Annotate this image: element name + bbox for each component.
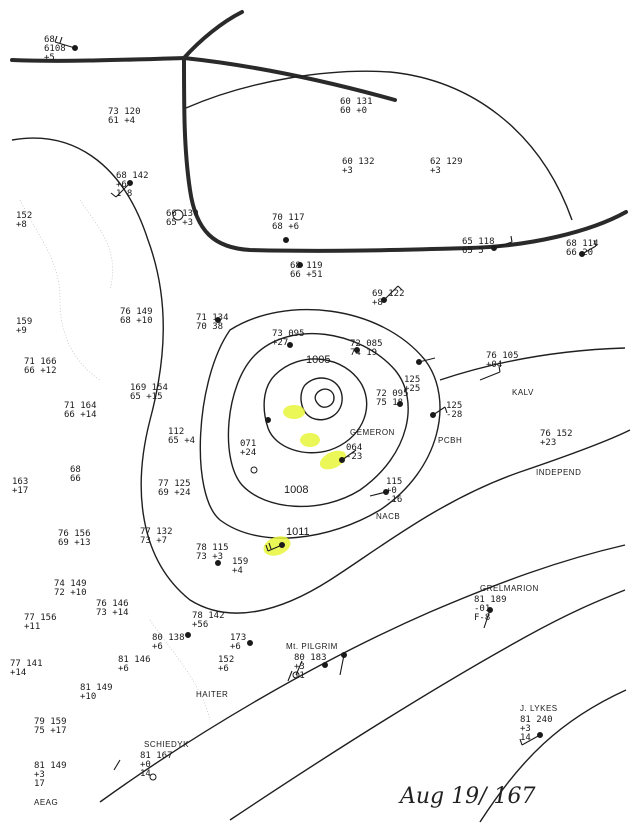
highlight-center-south [300, 433, 320, 447]
station-plot: 163 +17 [12, 477, 29, 496]
isobar-label-1011: 1011 [286, 526, 310, 538]
station-plot: 72 095 75 18 [376, 389, 409, 408]
label-kalv: KALV [512, 388, 534, 397]
station-plot: 76 149 68 +10 [120, 307, 153, 326]
station-plot: 69 122 +8 [372, 289, 405, 308]
label-gemeron: GEMERON [350, 428, 395, 437]
isobar-1008 [227, 332, 409, 508]
label-mt-pilgrim: Mt. PILGRIM [286, 642, 338, 651]
front-line-top [10, 10, 244, 63]
station-plot: 72 085 74 19 [350, 339, 383, 358]
station-plot: 173 +6 [230, 633, 247, 652]
station-plot: 68 119 66 +51 [290, 261, 323, 280]
station-plot: 071 +24 [240, 439, 257, 458]
station-plot: 68 142 +6 1 8 [116, 171, 149, 199]
station-plot: 70 117 68 +6 [272, 213, 305, 232]
station-plot: 81 149 +10 [80, 683, 113, 702]
station-plot: 064 -23 [346, 443, 363, 462]
isobar-lines [11, 70, 631, 823]
station-plot: 125 +25 [404, 375, 421, 394]
highlight-center-north [283, 405, 305, 419]
label-grelmarion: GRELMARION [480, 584, 539, 593]
isobar-inner-core [314, 388, 335, 408]
station-plot: 81 189 -01 F-8 [474, 595, 507, 623]
label-independ: INDEPEND [536, 468, 582, 477]
station-plot: 115 +0 -16 [386, 477, 403, 505]
isobar-southern-2 [229, 589, 626, 821]
label-aeag: AEAG [34, 798, 59, 807]
station-plot: 68 114 66 20 [566, 239, 599, 258]
station-plot: 152 +8 [16, 211, 33, 230]
station-plot: 71 164 66 +14 [64, 401, 97, 420]
station-plot: 77 132 73 +7 [140, 527, 173, 546]
station-plot: 60 131 60 +0 [340, 97, 373, 116]
isobar-center [300, 377, 343, 421]
isobar-western-arc [11, 137, 631, 614]
isobar-southern-1 [99, 544, 626, 803]
station-plot: 73 095 +27 [272, 329, 305, 348]
label-j-lykes: J. LYKES [520, 704, 558, 713]
station-plot: 76 105 +04 [486, 351, 519, 370]
front-line-vertical [182, 56, 628, 253]
isobar-label-1008: 1008 [284, 484, 309, 496]
map-date-label: Aug 19/ 167 [400, 784, 536, 809]
station-plot: 125 -28 [446, 401, 463, 420]
front-line-north [182, 56, 397, 102]
station-plot: 62 129 +3 [430, 157, 463, 176]
isobar-label-1005: 1005 [306, 354, 331, 366]
station-plot: 78 115 73 +3 [196, 543, 229, 562]
station-plot: 81 240 +3 14 [520, 715, 553, 743]
station-plot: 65 118 65 5 [462, 237, 495, 256]
station-plot: 77 125 69 +24 [158, 479, 191, 498]
station-plot: 76 146 73 +14 [96, 599, 129, 618]
highlight-south-station [263, 536, 291, 556]
station-plot: 81 146 +6 [118, 655, 151, 674]
station-plot: 80 183 +3 11 [294, 653, 327, 681]
highlights [263, 405, 347, 556]
station-plot: 68 6108 +5 [44, 35, 66, 63]
station-plot: 152 +6 [218, 655, 235, 674]
station-plot: 112 65 +4 [168, 427, 196, 446]
isobar-southeast [439, 347, 626, 381]
isobar-1011 [199, 308, 441, 539]
station-plot: 76 156 69 +13 [58, 529, 91, 548]
station-plot: 169 154 65 +15 [130, 383, 168, 402]
station-plot: 77 141 +14 [10, 659, 43, 678]
station-plot: 81 167 +0 14 [140, 751, 173, 779]
isobar-upper-ridge [185, 70, 573, 221]
station-plot: 73 120 61 +4 [108, 107, 141, 126]
label-pcbh: PCBH [438, 436, 463, 445]
station-plot: 81 149 +3 17 [34, 761, 67, 789]
station-plot: 76 152 +23 [540, 429, 573, 448]
station-plot: 159 +4 [232, 557, 249, 576]
station-plot: 71 134 70 38 [196, 313, 229, 332]
front-lines [10, 10, 628, 253]
label-nacb: NACB [376, 512, 401, 521]
coastline [19, 199, 211, 721]
station-plot: 79 159 75 +17 [34, 717, 67, 736]
station-plot: 60 132 +3 [342, 157, 375, 176]
station-plot: 78 142 +56 [192, 611, 225, 630]
station-plot: 71 166 66 +12 [24, 357, 57, 376]
station-plot: 66 130 65 +3 [166, 209, 199, 228]
station-plot: 68 66 [70, 465, 81, 484]
label-haiter: HAITER [196, 690, 229, 699]
station-plot: 77 156 +11 [24, 613, 57, 632]
station-plot: 159 +9 [16, 317, 33, 336]
wind-barbs [54, 35, 597, 771]
highlight-east-station [319, 450, 347, 470]
label-schiedyk: SCHIEDYK [144, 740, 189, 749]
isobar-southern-3 [479, 689, 627, 823]
station-plot: 74 149 72 +10 [54, 579, 87, 598]
station-plot: 80 138 +6 [152, 633, 185, 652]
